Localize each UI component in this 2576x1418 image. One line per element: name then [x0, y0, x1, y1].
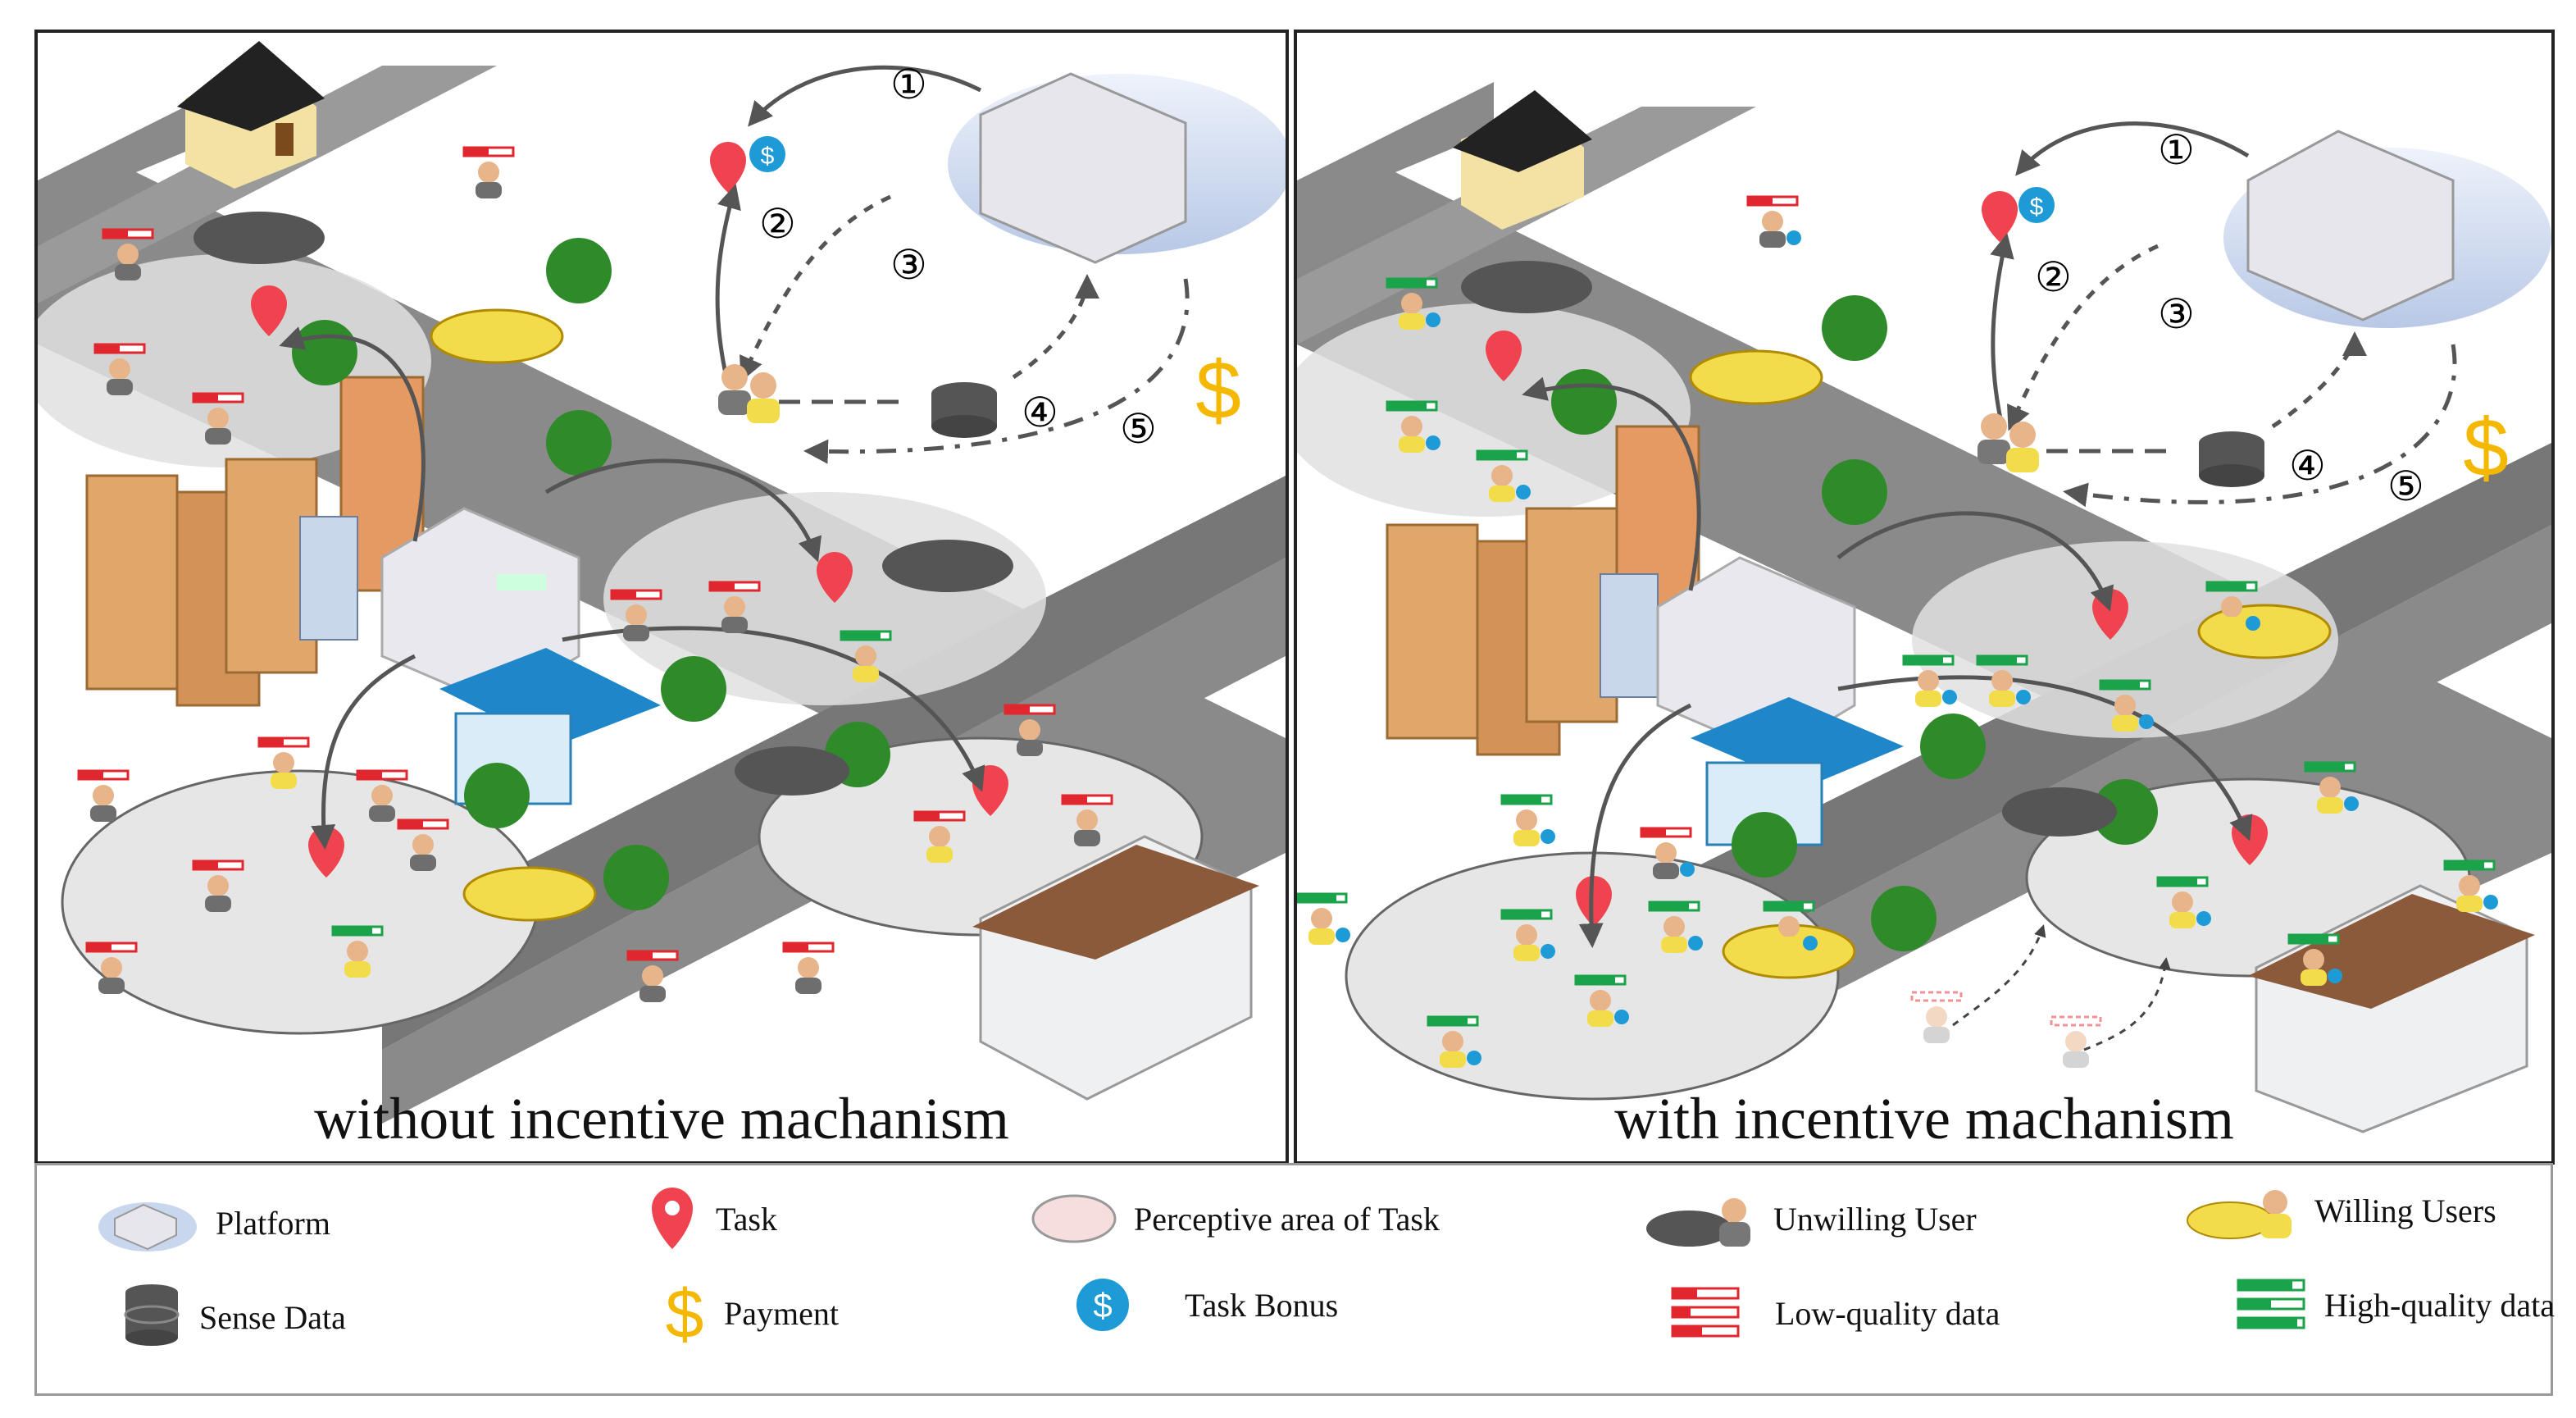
scene-with-incentive: $ ① ② ③ ④ ⑤ $: [1297, 82, 2551, 1133]
legend-item-low-quality-data: Low-quality data: [1668, 1284, 2000, 1342]
step-1-label: ①: [2158, 127, 2195, 173]
high-quality-data-icon: [2237, 1279, 2305, 1329]
platform-icon: [2223, 130, 2551, 328]
panel-caption: without incentive machanism: [314, 1086, 1009, 1151]
panel-caption: with incentive machanism: [1614, 1086, 2234, 1151]
payment-icon: $: [2463, 402, 2509, 494]
task-bonus-icon: [2018, 187, 2055, 223]
willing-user-icons: [1297, 277, 2498, 1068]
platform-icon: [948, 72, 1286, 264]
step-2-label: ②: [759, 201, 796, 247]
step-3-label: ③: [2158, 291, 2195, 337]
step-1-label: ①: [890, 62, 927, 107]
sense-data-icon: [931, 382, 997, 438]
legend-item-high-quality-data: High-quality data: [2234, 1276, 2555, 1334]
task-pin-icon: [652, 1187, 693, 1249]
house-icon: [177, 41, 325, 189]
task-pin-icons: [1486, 191, 2268, 927]
perceptive-area: [38, 254, 431, 467]
svg-text:$: $: [666, 1275, 704, 1352]
unwilling-user-icon: [1646, 1198, 1750, 1247]
tree-icons: [292, 238, 890, 910]
step-5-label: ⑤: [2387, 463, 2424, 509]
legend-item-willing-users: Willing Users: [2185, 1178, 2496, 1243]
office-buildings-icon: [1386, 425, 1700, 756]
payment-icon: $: [1195, 344, 1241, 436]
apartment-icon: [972, 835, 1259, 1101]
perceptive-area: [1297, 303, 1691, 517]
flow-arrows: [1522, 121, 2457, 948]
cross-road-top: [38, 66, 497, 303]
step-4-label: ④: [2289, 443, 2326, 489]
sense-data-icon: [2199, 431, 2264, 487]
legend-item-task-bonus: $ Task Bonus: [1070, 1272, 1338, 1338]
conversion-arrows: [1952, 924, 2171, 1051]
gas-station-icon: [1691, 697, 1904, 846]
perceptive-area-icon: [1031, 1194, 1117, 1243]
legend-item-task: Task: [644, 1182, 777, 1256]
legend-item-unwilling-user: Unwilling User: [1644, 1186, 1977, 1252]
legend-item-payment: $ Payment: [660, 1272, 839, 1354]
platform-icon: [98, 1202, 197, 1252]
platform-user-group-icon: [718, 364, 780, 423]
legend: Platform Task Perceptive area of Task Un…: [34, 1163, 2555, 1396]
step-4-label: ④: [1022, 390, 1058, 435]
panel-without-incentive: $ ① ② ③ ④ ⑤ $: [34, 30, 1289, 1165]
willing-user-icons: [257, 630, 966, 978]
panel-with-incentive: $ ① ② ③ ④ ⑤ $: [1294, 30, 2555, 1165]
legend-item-platform: Platform: [94, 1190, 330, 1256]
unwilling-user-icons: [1640, 195, 2102, 1068]
unwilling-user-icons: [77, 146, 1113, 1002]
step-5-label: ⑤: [1120, 406, 1157, 452]
scene-without-incentive: $ ① ② ③ ④ ⑤ $: [38, 41, 1286, 1124]
task-bonus-icon: $: [1076, 1279, 1129, 1331]
office-buildings-icon: [85, 376, 425, 707]
house-icon: [1453, 90, 1592, 230]
task-bonus-symbol: $: [761, 143, 775, 170]
low-quality-data-icon: [1671, 1287, 1740, 1338]
legend-item-sense-data: Sense Data: [119, 1280, 346, 1354]
sense-data-icon: [124, 1284, 180, 1346]
car-icons: [193, 212, 1013, 922]
task-bonus-icon: [749, 136, 785, 172]
platform-user-group-icon: [1978, 413, 2039, 472]
legend-item-perceptive-area: Perceptive area of Task: [1029, 1190, 1440, 1247]
step-2-label: ②: [2035, 254, 2072, 300]
svg-text:$: $: [1093, 1286, 1112, 1325]
task-bonus-symbol: $: [2030, 194, 2044, 221]
payment-icon: $: [666, 1275, 704, 1352]
willing-users-icon: [2187, 1190, 2292, 1239]
step-3-label: ③: [890, 242, 927, 288]
